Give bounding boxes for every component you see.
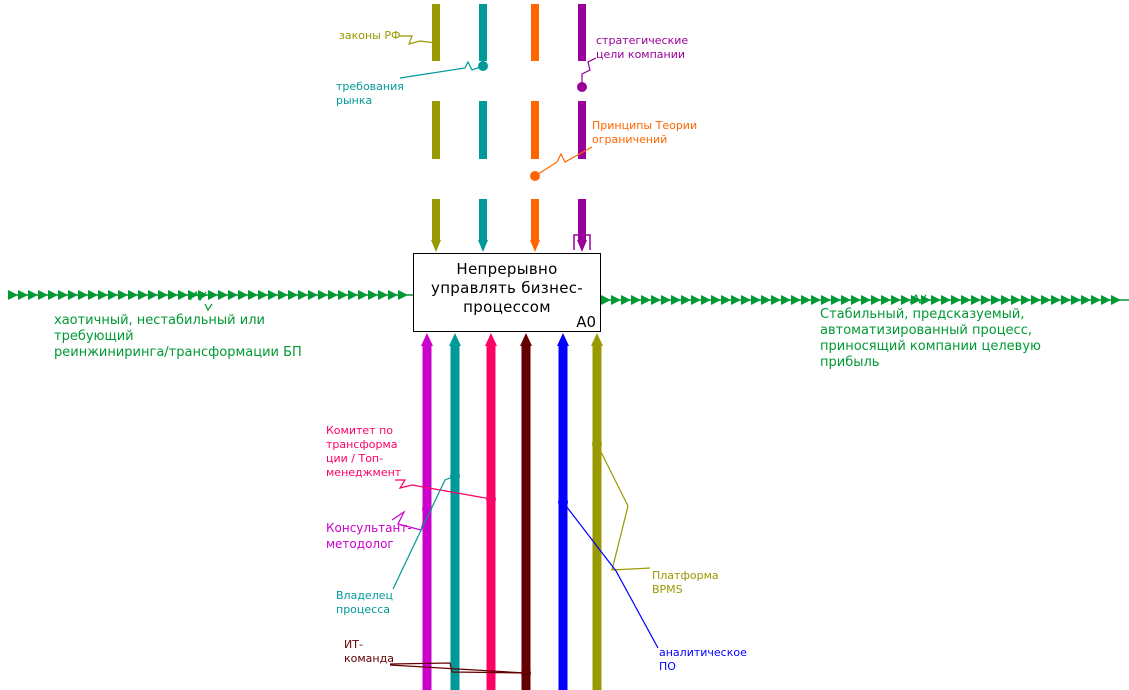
label-bpms: Платформа BPMS <box>652 569 719 596</box>
flow-arrows <box>8 290 1129 305</box>
mechanism-arrows <box>421 333 603 690</box>
activity-box-a0[interactable]: Непрерывно управлять бизнес- процессом A… <box>413 253 601 332</box>
leader-consultant <box>391 508 428 531</box>
control-toc-arrowhead <box>530 240 540 252</box>
label-committee: Комитет по трансформа ции / Топ- менеджм… <box>326 424 402 479</box>
control-law-arrowhead <box>431 240 441 252</box>
leader-bpms <box>596 443 651 571</box>
label-leaders <box>189 35 927 674</box>
control-law-segment-1 <box>432 101 440 159</box>
label-it: ИТ- команда <box>344 638 394 665</box>
label-input: хаотичный, нестабильный или требующий ре… <box>54 313 302 360</box>
control-arrows <box>431 4 591 252</box>
control-law-segment-2 <box>432 199 440 240</box>
control-toc-segment-1 <box>531 101 539 159</box>
label-toc: Принципы Теории ограничений <box>592 119 698 146</box>
label-law: законы РФ <box>339 29 401 42</box>
leader-it <box>389 664 527 674</box>
input-flow-break <box>189 290 207 302</box>
control-strategy-segment-1 <box>578 101 586 159</box>
mech-committee-arrowhead <box>485 333 497 346</box>
control-toc-segment-0 <box>531 4 539 61</box>
control-toc-segment-2 <box>531 199 539 240</box>
mech-it-arrowhead <box>520 333 532 346</box>
label-market: требования рынка <box>336 80 404 107</box>
label-strategy: стратегические цели компании <box>596 34 689 61</box>
mech-bpms-arrowhead <box>591 333 603 346</box>
leader-it-2 <box>389 662 527 674</box>
mech-committee-shaft <box>486 344 496 690</box>
mech-bpms-shaft <box>592 344 602 690</box>
label-consultant: Консультант- методолог <box>326 521 412 551</box>
mech-owner-shaft <box>450 344 460 690</box>
control-market-segment-1 <box>479 101 487 159</box>
label-output: Стабильный, предсказуемый, автоматизиров… <box>820 307 1041 370</box>
leader-committee <box>395 479 492 500</box>
control-strategy-arrowhead <box>577 240 587 252</box>
leader-analytics <box>562 501 659 649</box>
leader-toc <box>534 146 593 177</box>
mech-consultant-arrowhead <box>421 333 433 346</box>
control-law-segment-0 <box>432 4 440 61</box>
activity-title: Непрерывно управлять бизнес- процессом <box>431 260 583 316</box>
control-strategy-tunnel <box>573 234 591 250</box>
leader-owner <box>392 475 456 590</box>
control-strategy-segment-0 <box>578 4 586 61</box>
control-market-segment-2 <box>479 199 487 240</box>
mech-owner-arrowhead <box>449 333 461 346</box>
leader-market <box>399 60 484 79</box>
input-flow-tick <box>204 303 213 312</box>
mech-analytics-arrowhead <box>557 333 569 346</box>
label-analytics: аналитическое ПО <box>659 646 747 673</box>
mech-it-shaft <box>521 344 531 690</box>
control-market-arrowhead <box>478 240 488 252</box>
activity-id: A0 <box>576 313 596 331</box>
label-owner: Владелец процесса <box>336 589 393 616</box>
control-strategy-segment-2 <box>578 199 586 240</box>
mech-analytics-shaft <box>558 344 568 690</box>
control-market-segment-0 <box>479 4 487 61</box>
leader-strategy <box>581 57 597 87</box>
leader-law <box>399 35 437 45</box>
output-flow-break <box>909 293 927 305</box>
